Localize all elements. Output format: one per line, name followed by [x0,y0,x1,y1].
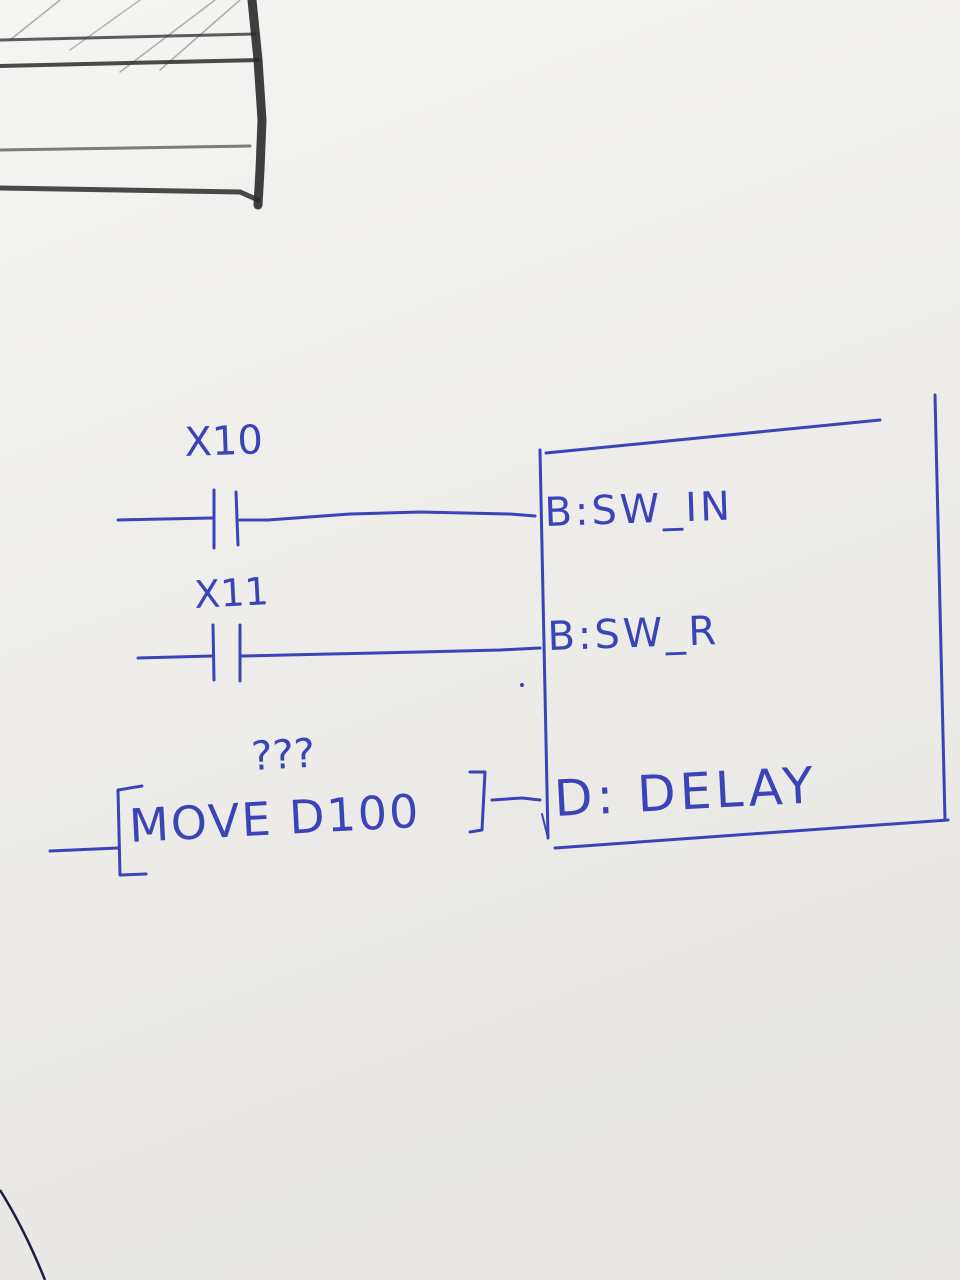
contact-x10-label: X10 [184,417,264,466]
contact-x10 [116,488,537,550]
move-instruction [48,770,542,877]
contact-x11 [136,623,542,683]
fb-input-sw-in: B:SW_IN [544,483,734,536]
pencil-sketch-box [0,0,267,210]
function-block-outline [538,393,950,850]
contact-x11-label: X11 [193,569,270,617]
move-instruction-label: MOVE D100 [128,784,422,853]
paper-edge [0,1189,47,1280]
ladder-ink [48,393,950,877]
instruction-question-label: ??? [250,731,316,780]
fb-input-delay: D: DELAY [553,756,819,828]
ink-dot [520,683,524,687]
fb-input-sw-r: B:SW_R [547,608,720,660]
